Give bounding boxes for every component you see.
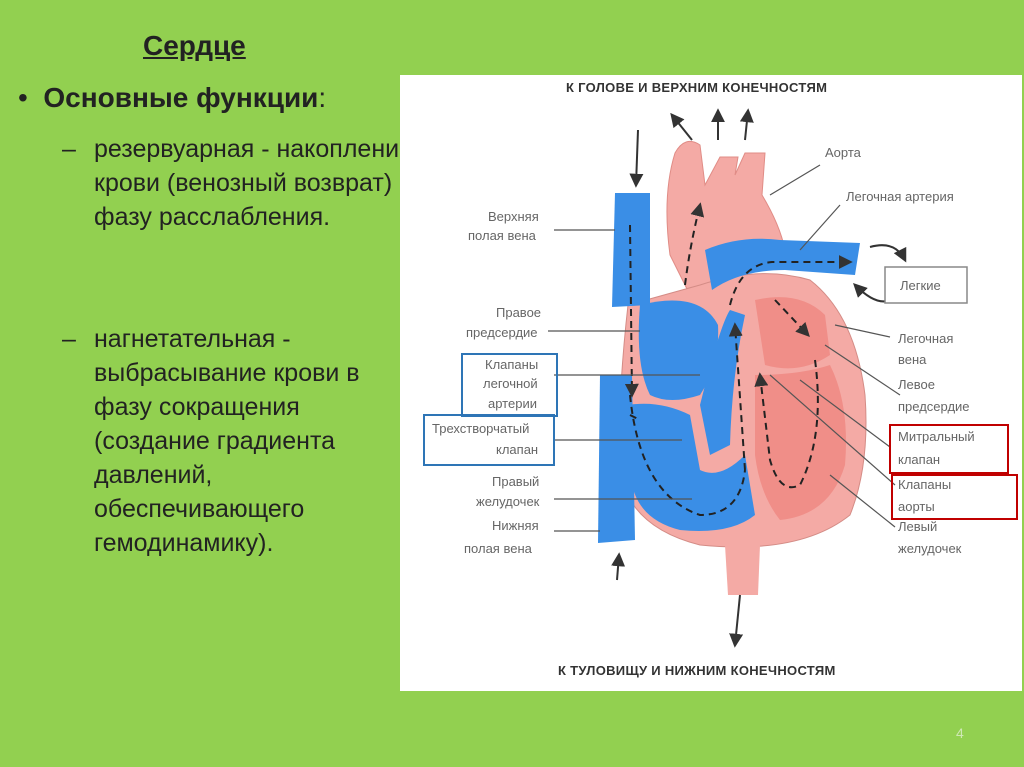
left-atrium <box>755 297 830 369</box>
solid-arrows <box>611 108 907 648</box>
left-leader-lines <box>548 229 700 532</box>
label-la-1: Левое <box>898 377 935 392</box>
bullet-dot: • <box>18 82 44 113</box>
label-pv-3: артерии <box>488 396 537 411</box>
heart-diagram-svg: К ГОЛОВЕ И ВЕРХНИМ КОНЕЧНОСТЯМ К ТУЛОВИЩ… <box>423 80 1018 678</box>
lungs-box <box>884 266 968 304</box>
slide-title: Сердце <box>143 30 246 61</box>
function-item-reservoir: – резервуарная - накопление крови (веноз… <box>62 132 414 234</box>
highlight-tricuspid-valve <box>423 414 555 466</box>
label-pvein-1: Легочная <box>898 331 953 346</box>
descending-aorta <box>725 545 760 595</box>
blood-flow-paths <box>624 202 853 517</box>
label-lv-1: Левый <box>898 519 937 534</box>
pulmonary-artery <box>705 238 860 290</box>
label-ra-2: предсердие <box>466 325 538 340</box>
label-ivc-1: Нижняя <box>492 518 539 533</box>
dash-marker: – <box>62 325 76 353</box>
highlight-mitral-valve <box>889 424 1009 474</box>
label-pvein-2: вена <box>898 352 927 367</box>
label-la-2: предсердие <box>898 399 970 414</box>
label-pulmonary-artery: Легочная артерия <box>846 189 954 204</box>
highlight-aortic-valves <box>891 474 1018 520</box>
bottom-caption: К ТУЛОВИЩУ И НИЖНИМ КОНЕЧНОСТЯМ <box>558 663 836 678</box>
function-text: нагнетательная - выбрасывание крови в фа… <box>94 325 360 557</box>
right-leader-lines <box>769 164 901 528</box>
label-aorta: Аорта <box>825 145 862 160</box>
label-rv-1: Правый <box>492 474 539 489</box>
pulmonary-outflow <box>700 310 745 455</box>
label-pv-2: легочной <box>483 376 538 391</box>
slide-number: 4 <box>956 725 964 741</box>
left-ventricle <box>755 365 846 520</box>
label-tv-2: клапан <box>496 442 538 457</box>
bullet-main-functions: • Основные функции: <box>18 82 326 114</box>
label-av-2: аорты <box>898 499 935 514</box>
heart-diagram: К ГОЛОВЕ И ВЕРХНИМ КОНЕЧНОСТЯМ К ТУЛОВИЩ… <box>400 75 1022 691</box>
label-svc-2: полая вена <box>468 228 537 243</box>
label-ra-1: Правое <box>496 305 541 320</box>
label-rv-2: желудочек <box>476 494 540 509</box>
label-av-1: Клапаны <box>898 477 951 492</box>
top-caption: К ГОЛОВЕ И ВЕРХНИМ КОНЕЧНОСТЯМ <box>566 80 827 95</box>
label-tv-1: Трехстворчатый <box>432 421 529 436</box>
label-mv-2: клапан <box>898 452 940 467</box>
label-ivc-2: полая вена <box>464 541 533 556</box>
inferior-vena-cava <box>598 375 635 543</box>
label-lv-2: желудочек <box>898 541 962 556</box>
bullet-colon: : <box>318 82 327 113</box>
function-item-pumping: – нагнетательная - выбрасывание крови в … <box>62 322 414 560</box>
label-lungs: Легкие <box>900 278 941 293</box>
label-mv-1: Митральный <box>898 429 975 444</box>
dash-marker: – <box>62 135 76 163</box>
label-svc-1: Верхняя <box>488 209 539 224</box>
function-text: резервуарная - накопление крови (венозны… <box>94 135 414 231</box>
bullet-heading: Основные функции <box>43 82 319 113</box>
label-pv-1: Клапаны <box>485 357 538 372</box>
